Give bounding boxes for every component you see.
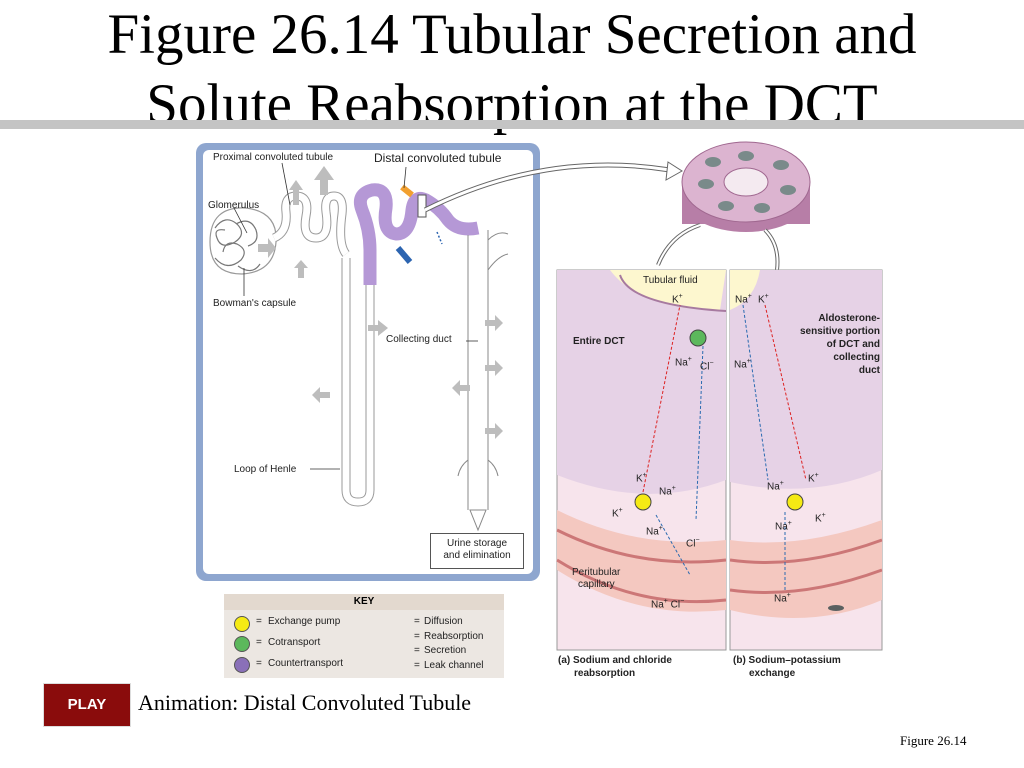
- dct-panel-a: [556, 269, 727, 651]
- ion-na-channel-b: Na+: [734, 358, 751, 371]
- label-loop-of-henle: Loop of Henle: [234, 464, 297, 475]
- label-glomerulus: Glomerulus: [208, 200, 260, 211]
- ion-k-cell-b: K+: [808, 472, 819, 485]
- ion-k-cell-a: K+: [636, 472, 647, 485]
- title-divider: [0, 120, 1024, 129]
- label-aldosterone-sensitive: Aldosterone- sensitive portion of DCT an…: [790, 312, 880, 377]
- caption-b-line-1: (b) Sodium–potassium: [733, 655, 841, 666]
- aldo-line-3: of DCT and: [826, 339, 880, 350]
- peri-line-2: capillary: [578, 579, 615, 590]
- aldo-line-4: collecting: [833, 352, 880, 363]
- label-urine-storage: Urine storage: [446, 538, 508, 549]
- exchange-pump-b: [786, 493, 804, 511]
- dct-section-marker: [417, 194, 427, 218]
- caption-a-line-1: (a) Sodium and chloride: [558, 655, 672, 666]
- cotransporter-symbol: [689, 329, 707, 347]
- key-box: KEY = Exchange pump = Cotransport = Coun…: [224, 594, 504, 678]
- key-eq-4: =: [414, 616, 420, 627]
- aldo-line-1: Aldosterone-: [818, 313, 880, 324]
- ion-na-cl-capillary-a: Na+ Cl−: [651, 598, 685, 611]
- dct-ring: [681, 141, 811, 232]
- key-reabsorption: Reabsorption: [424, 631, 484, 642]
- label-proximal-convoluted-tubule: Proximal convoluted tubule: [213, 152, 334, 163]
- slide-title: Figure 26.14 Tubular Secretion and Solut…: [0, 0, 1024, 140]
- ion-k-lumen-a: K+: [672, 293, 683, 306]
- dct-panel-b: [729, 269, 883, 651]
- key-eq-5: =: [414, 631, 420, 642]
- ion-na-blood-b: Na+: [775, 520, 792, 533]
- key-diffusion: Diffusion: [424, 616, 463, 627]
- ion-na-cell-b: Na+: [767, 480, 784, 493]
- nephron-tubules: [209, 191, 375, 507]
- key-cotransport: Cotransport: [268, 637, 321, 648]
- label-tubular-fluid: Tubular fluid: [643, 275, 698, 286]
- label-distal-convoluted-tubule: Distal convoluted tubule: [374, 151, 502, 165]
- urine-box: Urine storage and elimination: [430, 533, 524, 569]
- key-eq-6: =: [414, 645, 420, 656]
- ion-na-cell-a: Na+: [659, 485, 676, 498]
- caption-b-line-2: exchange: [749, 668, 796, 679]
- peri-line-1: Peritubular: [572, 567, 621, 578]
- key-secretion: Secretion: [424, 645, 467, 656]
- caption-a-line-2: reabsorption: [574, 668, 636, 679]
- ion-na-lumen-b: Na+: [735, 293, 752, 306]
- title-line-1: Figure 26.14 Tubular Secretion and: [107, 3, 917, 66]
- aldo-line-2: sensitive portion: [799, 326, 880, 337]
- label-and-elimination: and elimination: [443, 550, 511, 561]
- ion-cl-lumen-a: Cl−: [700, 360, 714, 373]
- label-collecting-duct: Collecting duct: [386, 334, 452, 345]
- exchange-pump-a: [634, 493, 652, 511]
- ion-k-lumen-b: K+: [758, 293, 769, 306]
- flow-arrows: [258, 166, 503, 439]
- key-eq-2: =: [256, 637, 262, 648]
- reabsorption-arrow-blue: [395, 246, 413, 264]
- key-leak-channel: Leak channel: [424, 660, 484, 671]
- ion-na-blood-a: Na+: [646, 525, 663, 538]
- collecting-duct: [457, 230, 509, 532]
- label-peritubular-capillary: Peritubular capillary: [572, 567, 620, 591]
- ion-cl-blood-a: Cl−: [686, 537, 700, 550]
- cotransport-icon: [234, 636, 250, 652]
- animation-label: Animation: Distal Convoluted Tubule: [138, 690, 472, 715]
- countertransport-icon: [234, 657, 250, 673]
- ion-na-lumen-a: Na+: [675, 356, 692, 369]
- caption-b: (b) Sodium–potassium exchange: [733, 654, 841, 680]
- figure-reference: Figure 26.14: [900, 733, 967, 748]
- secretion-arrow-orange: [400, 184, 414, 198]
- key-header: KEY: [224, 594, 504, 610]
- label-entire-dct: Entire DCT: [573, 336, 625, 347]
- exchange-pump-icon: [234, 616, 250, 632]
- ion-k-blood-a: K+: [612, 507, 623, 520]
- key-exchange-pump: Exchange pump: [268, 616, 341, 627]
- transport-arrows: [642, 304, 807, 590]
- leader-lines: [233, 162, 478, 470]
- label-bowmans-capsule: Bowman's capsule: [213, 298, 297, 309]
- aldo-line-5: duct: [858, 365, 880, 376]
- ion-na-capillary-b: Na+: [774, 592, 791, 605]
- dct-tubule: [353, 183, 480, 285]
- play-button[interactable]: PLAY: [43, 683, 131, 727]
- key-eq-7: =: [414, 660, 420, 671]
- caption-a: (a) Sodium and chloride reabsorption: [558, 654, 672, 680]
- key-eq-3: =: [256, 658, 262, 669]
- key-eq-1: =: [256, 616, 262, 627]
- ion-k-blood-b: K+: [815, 512, 826, 525]
- key-countertransport: Countertransport: [268, 658, 344, 669]
